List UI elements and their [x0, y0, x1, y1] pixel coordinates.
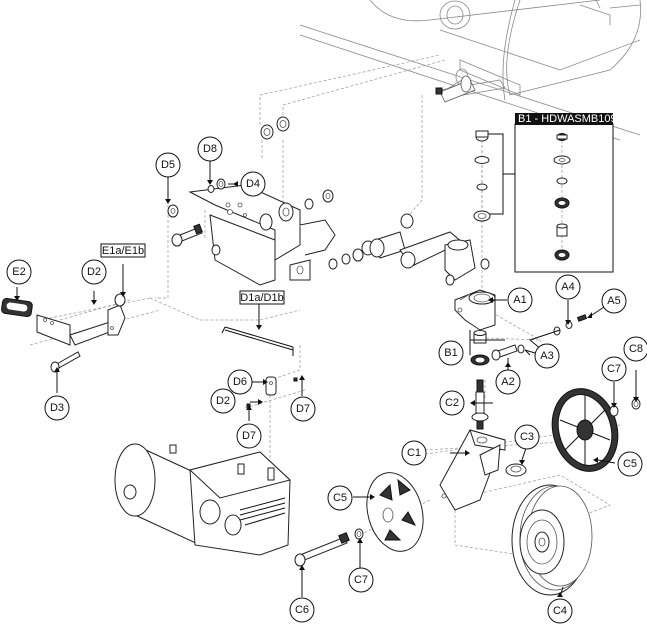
- axle-bolt: [294, 528, 364, 567]
- callout-d3: D3: [44, 395, 70, 421]
- callout-d2-low: D2: [210, 388, 236, 414]
- callout-c2: C2: [439, 390, 465, 416]
- b1-bearings: [470, 330, 490, 366]
- svg-text:A4: A4: [561, 281, 574, 293]
- svg-text:C6: C6: [295, 604, 309, 616]
- kit-title: B1 - HDWASMB1090: [518, 113, 623, 125]
- svg-text:E2: E2: [12, 266, 25, 278]
- svg-text:D2: D2: [216, 395, 230, 407]
- callout-d4: D4: [240, 171, 266, 197]
- svg-text:C8: C8: [629, 343, 643, 355]
- label-e1a-e1b: E1a/E1b: [100, 243, 146, 258]
- motor-mount-bracket: [188, 184, 336, 286]
- callout-d6: D6: [227, 369, 253, 395]
- callout-c8: C8: [623, 336, 647, 362]
- bracket-bolt: [171, 223, 221, 256]
- arrowheads: [14, 180, 639, 597]
- fork-housing: [454, 289, 496, 331]
- svg-text:A3: A3: [540, 350, 553, 362]
- d3-bolt: [50, 351, 81, 373]
- caster-wheel: [511, 484, 593, 596]
- svg-text:C2: C2: [445, 397, 459, 409]
- svg-text:B1: B1: [444, 347, 457, 359]
- svg-text:D2: D2: [87, 266, 101, 278]
- link-rod: [221, 326, 294, 356]
- svg-text:C1: C1: [407, 447, 421, 459]
- frame-washers: [260, 116, 290, 140]
- callout-b1: B1: [438, 340, 464, 366]
- callout-c7-left: C7: [348, 567, 374, 593]
- callout-a2: A2: [495, 369, 521, 395]
- swing-arm: [369, 231, 463, 269]
- kit-title-bar: B1 - HDWASMB1090: [515, 113, 623, 125]
- svg-text:D6: D6: [233, 376, 247, 388]
- label-d1a-d1b: D1a/D1b: [239, 290, 285, 305]
- callout-d2-top: D2: [81, 259, 107, 285]
- hubcap-right: [551, 388, 619, 472]
- callout-c4: C4: [547, 598, 573, 624]
- drive-motor: [114, 443, 292, 556]
- hubcap-left: [366, 472, 424, 552]
- bearing-stack-preview: [473, 130, 515, 230]
- svg-text:A2: A2: [501, 376, 514, 388]
- leader-lines: [16, 161, 637, 598]
- svg-text:A5: A5: [607, 295, 620, 307]
- caster-stem: [471, 379, 489, 430]
- svg-text:D8: D8: [203, 143, 217, 155]
- callout-c5-right: C5: [617, 451, 643, 477]
- svg-text:D7: D7: [242, 430, 256, 442]
- caster-fork: [439, 429, 506, 511]
- caster-nut: [505, 463, 527, 477]
- callout-d7-low: D7: [236, 423, 262, 449]
- callout-a1: A1: [507, 287, 533, 313]
- svg-text:A1: A1: [513, 294, 526, 306]
- svg-text:C5: C5: [623, 458, 637, 470]
- svg-text:C7: C7: [607, 363, 621, 375]
- a2-bolt: [491, 314, 588, 361]
- callout-c1: C1: [401, 440, 427, 466]
- svg-text:D3: D3: [50, 402, 64, 414]
- axle-stud: [435, 75, 476, 103]
- svg-text:C5: C5: [333, 492, 347, 504]
- callout-d7-right: D7: [290, 396, 316, 422]
- svg-text:D7: D7: [296, 403, 310, 415]
- svg-text:C7: C7: [354, 574, 368, 586]
- callout-d5: D5: [155, 152, 181, 178]
- kit-box-b1: B1 - HDWASMB1090: [514, 113, 623, 273]
- callout-c5-left: C5: [327, 485, 353, 511]
- callout-c6: C6: [289, 597, 315, 623]
- armrest-bracket: [1, 293, 126, 346]
- svg-text:D4: D4: [246, 178, 260, 190]
- callout-c3: C3: [514, 424, 540, 450]
- callout-e2: E2: [6, 259, 32, 285]
- callout-a3: A3: [534, 343, 560, 369]
- callout-c7-right: C7: [601, 356, 627, 382]
- svg-text:E1a/E1b: E1a/E1b: [102, 245, 144, 257]
- caster-head: [444, 239, 490, 286]
- svg-text:D1a/D1b: D1a/D1b: [240, 292, 283, 304]
- svg-text:C4: C4: [553, 605, 567, 617]
- callout-a4: A4: [555, 274, 581, 300]
- callout-a5: A5: [601, 288, 627, 314]
- rod-connector: [246, 376, 298, 408]
- svg-text:C3: C3: [520, 431, 534, 443]
- svg-text:D5: D5: [161, 159, 175, 171]
- callout-d8: D8: [197, 136, 223, 162]
